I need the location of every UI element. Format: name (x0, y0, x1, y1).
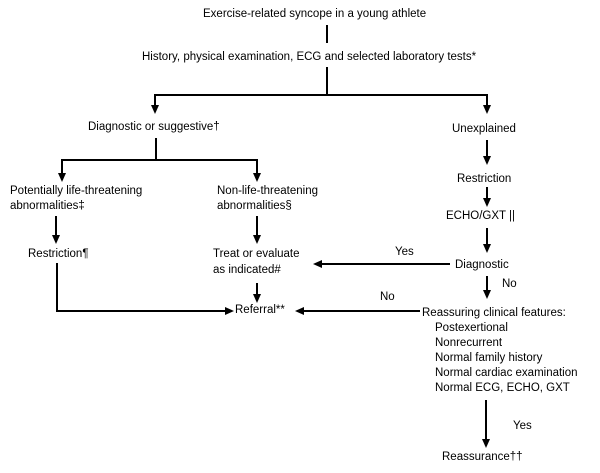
node-diagnostic-or-suggestive: Diagnostic or suggestive† (88, 121, 220, 133)
connector-yes-to-treat (321, 263, 450, 265)
arrowhead-echo-to-diagnostic (483, 244, 491, 253)
arrowhead-to-restriction-left (52, 235, 60, 244)
node-referral: Referral** (235, 304, 285, 316)
connector-to-non-life-threatening (256, 159, 258, 174)
arrowhead-to-life-threatening (58, 173, 66, 182)
list-item-family-history: Normal family history (435, 352, 543, 364)
label-no-reassuring: No (380, 291, 395, 303)
connector-restriction-to-echo (486, 187, 488, 199)
connector-echo-to-diagnostic (486, 228, 488, 245)
node-non-life-threatening-line1: Non-life-threatening (217, 185, 319, 197)
node-reassuring-header: Reassuring clinical features: (422, 307, 566, 319)
node-echo-gxt: ECHO/GXT || (446, 210, 516, 222)
connector-top-split-bar (154, 94, 488, 96)
label-yes-reassuring: Yes (513, 420, 532, 432)
arrowhead-no-to-reassuring (483, 290, 491, 299)
list-item-postexertional: Postexertional (435, 322, 508, 334)
arrowhead-to-treat (253, 235, 261, 244)
arrowhead-to-diagnostic-suggestive (151, 105, 159, 114)
arrowhead-unexplained-to-restriction (483, 156, 491, 165)
connector-no-to-referral (303, 310, 420, 312)
node-life-threatening-line1: Potentially life-threatening (10, 185, 143, 197)
connector-to-unexplained (486, 94, 488, 106)
page-title: Exercise-related syncope in a young athl… (203, 8, 427, 20)
connector-to-treat (256, 216, 258, 236)
arrowhead-yes-to-reassurance (482, 439, 490, 448)
list-item-cardiac-exam: Normal cardiac examination (435, 367, 578, 379)
node-treat-line2: as indicated# (213, 264, 281, 276)
connector-to-restriction-left (55, 216, 57, 236)
connector-title-to-evaluation (326, 25, 328, 43)
connector-no-to-reassuring (486, 276, 488, 291)
connector-yes-to-reassurance (485, 400, 487, 440)
arrowhead-to-non-life-threatening (253, 173, 261, 182)
node-non-life-threatening-line2: abnormalities§ (217, 200, 292, 212)
connector-unexplained-to-restriction (486, 140, 488, 157)
node-diagnostic: Diagnostic (455, 259, 509, 271)
arrowhead-treat-to-referral (253, 294, 261, 303)
list-item-nonrecurrent: Nonrecurrent (435, 337, 503, 349)
arrowhead-restriction-to-referral (225, 307, 234, 315)
node-unexplained: Unexplained (452, 123, 516, 135)
connector-restriction-elbow-horizontal (56, 310, 225, 312)
connector-to-life-threatening (61, 159, 63, 174)
connector-restriction-elbow-vertical (56, 263, 58, 312)
arrowhead-no-to-referral (295, 307, 304, 315)
node-reassurance: Reassurance†† (442, 451, 523, 463)
connector-suggestive-split-bar (61, 159, 258, 161)
node-treat-line1: Treat or evaluate (213, 248, 300, 260)
arrowhead-to-unexplained (483, 105, 491, 114)
list-item-ecg-echo-gxt: Normal ECG, ECHO, GXT (435, 382, 570, 394)
connector-evaluation-to-split (326, 67, 328, 95)
arrowhead-yes-to-treat (313, 260, 322, 268)
connector-to-diagnostic-suggestive (154, 94, 156, 106)
node-life-threatening-line2: abnormalities‡ (10, 200, 85, 212)
node-evaluation: History, physical examination, ECG and s… (142, 51, 477, 63)
connector-suggestive-stub (155, 138, 157, 160)
arrowhead-restriction-to-echo (483, 198, 491, 207)
label-yes-diagnostic: Yes (395, 246, 414, 258)
node-restriction-right: Restriction (457, 173, 512, 185)
connector-treat-to-referral (256, 283, 258, 295)
label-no-diagnostic: No (502, 278, 517, 290)
node-restriction-left: Restriction¶ (28, 248, 89, 260)
